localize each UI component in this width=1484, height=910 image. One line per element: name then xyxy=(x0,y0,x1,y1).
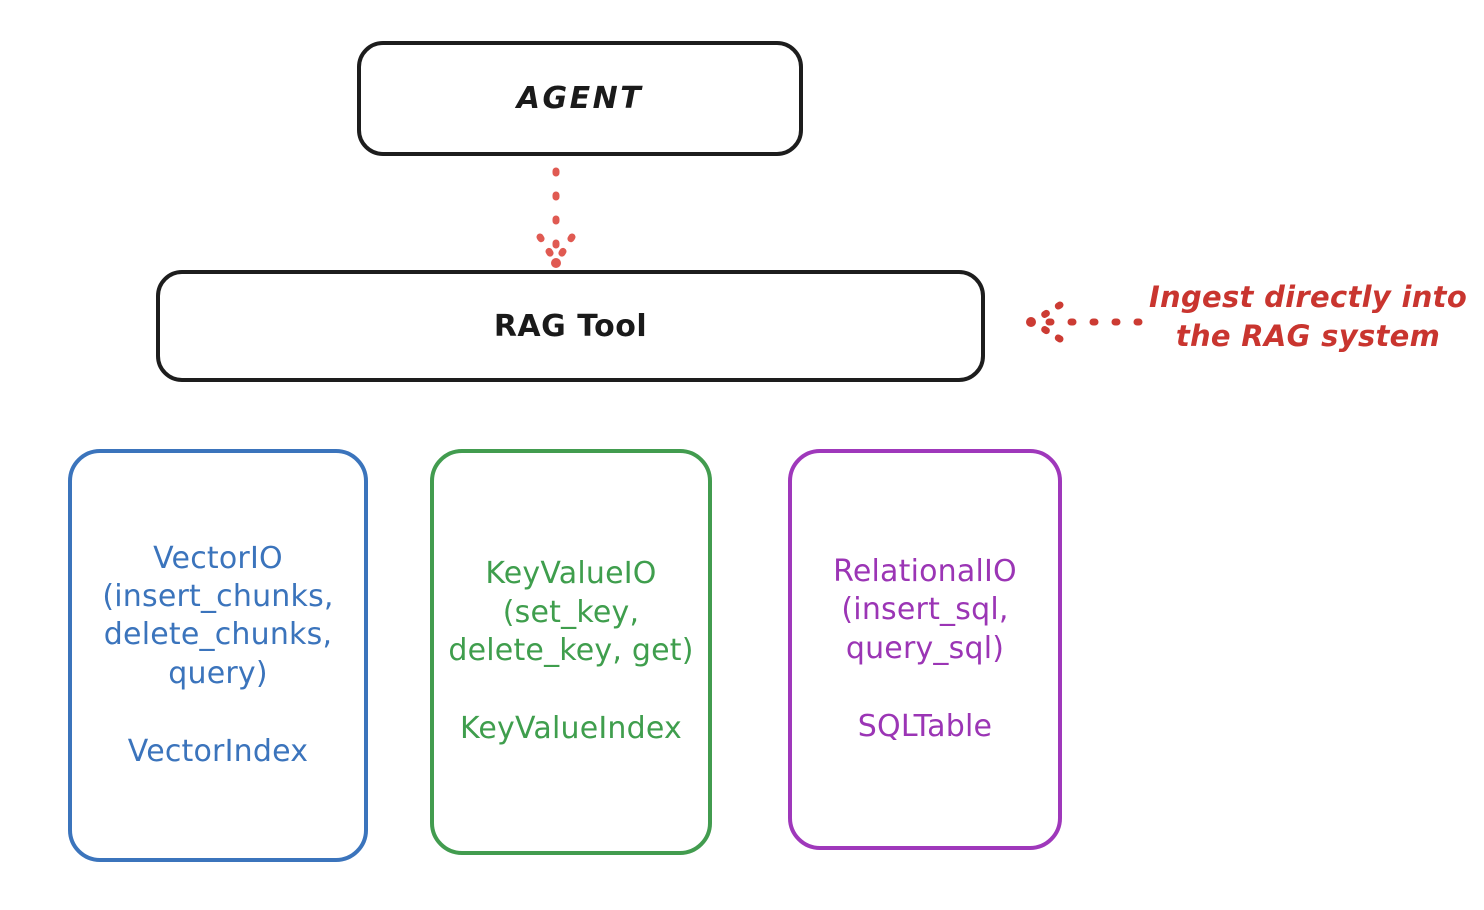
agent-to-ragtool-arrow xyxy=(536,167,576,268)
relational-io-api-label: RelationalIO (insert_sql, query_sql) xyxy=(833,553,1017,666)
ingest-annotation-label: Ingest directly into the RAG system xyxy=(1148,280,1468,354)
key-value-io-api-label: KeyValueIO (set_key, delete_key, get) xyxy=(448,556,694,668)
key-value-index-label: KeyValueIndex xyxy=(460,711,682,747)
agent-label: AGENT xyxy=(516,81,644,116)
rag-tool-node[interactable]: RAG Tool xyxy=(156,270,985,382)
vector-io-node[interactable]: VectorIO (insert_chunks, delete_chunks, … xyxy=(68,449,368,862)
relational-io-node[interactable]: RelationalIO (insert_sql, query_sql) SQL… xyxy=(788,449,1062,850)
vector-io-api-label: VectorIO (insert_chunks, delete_chunks, … xyxy=(102,540,334,691)
sql-table-label: SQLTable xyxy=(857,708,993,744)
ingest-arrow xyxy=(1026,301,1143,343)
rag-tool-label: RAG Tool xyxy=(493,308,648,344)
key-value-io-node[interactable]: KeyValueIO (set_key, delete_key, get) Ke… xyxy=(430,449,712,855)
agent-node[interactable]: AGENT xyxy=(357,41,803,156)
vector-index-label: VectorIndex xyxy=(127,734,309,770)
